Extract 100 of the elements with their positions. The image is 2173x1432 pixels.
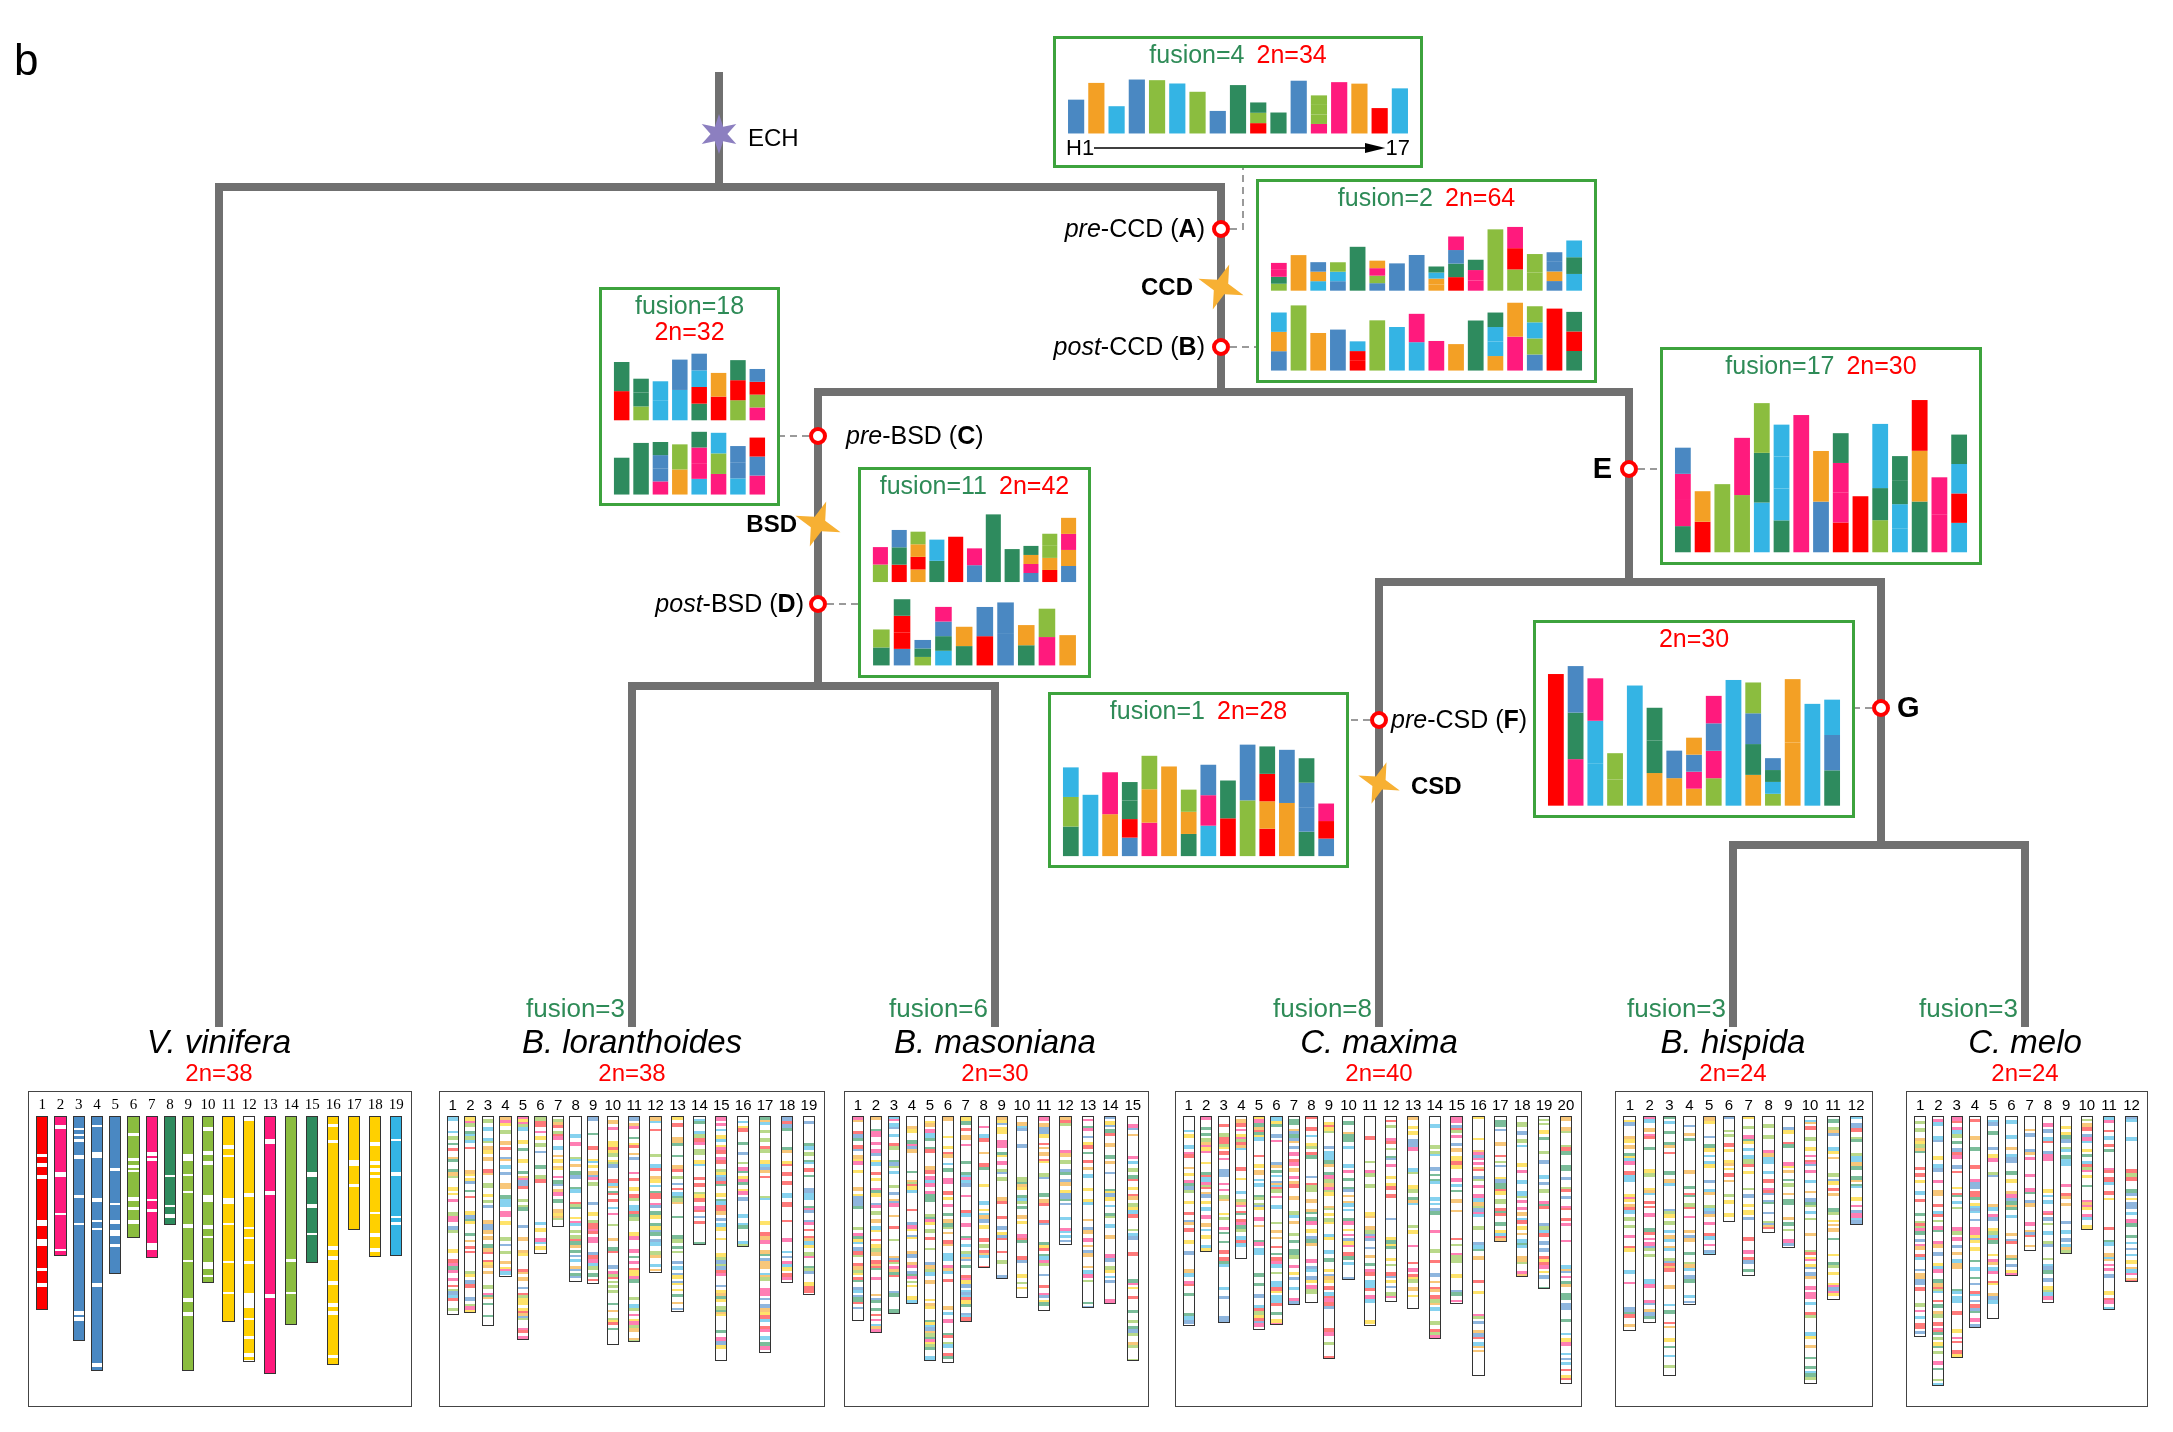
axis-label: H1 (1066, 137, 1095, 159)
marker-label: E (1592, 453, 1612, 483)
box-title: 2n=34 (1256, 41, 1327, 68)
event-label: CCD (1141, 272, 1193, 302)
chromosome-number: 11 (1825, 1096, 1841, 1113)
chromosome-number: 6 (536, 1096, 545, 1113)
chromosome-number: 6 (2007, 1096, 2016, 1113)
chromosome-number: 4 (907, 1096, 917, 1113)
chromosome-number: 9 (1784, 1096, 1793, 1113)
chromosome-number: 16 (1470, 1096, 1487, 1113)
chromosome-number: 5 (1705, 1096, 1714, 1113)
species-name: B. loranthoides (521, 1024, 743, 1060)
chromosome-number: 13 (262, 1096, 278, 1113)
leader-line (1229, 346, 1257, 348)
box-title: 2n=64 (1445, 184, 1516, 211)
fusion-count: fusion=3 (1626, 994, 1726, 1022)
chromosome-number: 14 (283, 1096, 299, 1113)
chromosome-number: 3 (1665, 1096, 1674, 1113)
chromosome-number: 18 (1513, 1096, 1531, 1113)
chromosome-count: 2n=38 (185, 1060, 253, 1086)
chromosome-number: 19 (1535, 1096, 1553, 1113)
marker-circle (1872, 699, 1890, 717)
ancestral-karyotype-box (1660, 347, 1982, 565)
chromosome-number: 3 (1219, 1096, 1228, 1113)
karyotype-panel (844, 1091, 1149, 1407)
chromosome-number: 5 (925, 1096, 934, 1113)
marker-label: post-BSD (D) (655, 588, 804, 618)
marker-circle (809, 427, 827, 445)
chromosome-number: 9 (1324, 1096, 1334, 1113)
species-name: B. hispida (1660, 1024, 1806, 1060)
chromosome-number: 15 (1124, 1096, 1142, 1113)
fusion-count: fusion=8 (1272, 994, 1372, 1022)
chromosome-number: 2 (871, 1096, 881, 1113)
ancestral-karyotype-box (1053, 36, 1423, 168)
chromosome-number: 10 (1340, 1096, 1357, 1113)
chromosome-number: 8 (1307, 1096, 1316, 1113)
marker-circle (1620, 460, 1638, 478)
chromosome-number: 4 (1685, 1096, 1694, 1113)
chromosome-number: 11 (626, 1096, 642, 1113)
chromosome-number: 9 (588, 1096, 598, 1113)
chromosome-number: 7 (147, 1096, 156, 1113)
chromosome-number: 5 (1989, 1096, 1998, 1113)
box-title: 2n=42 (999, 472, 1070, 499)
box-title: fusion=18 (634, 292, 745, 319)
marker-label: pre-CSD (F) (1391, 704, 1528, 734)
chromosome-count: 2n=40 (1345, 1060, 1413, 1086)
chromosome-number: 12 (1057, 1096, 1074, 1113)
chromosome-number: 20 (1557, 1096, 1575, 1113)
chromosome-number: 19 (800, 1096, 818, 1113)
chromosome-number: 5 (518, 1096, 528, 1113)
chromosome-count: 2n=24 (1991, 1060, 2059, 1086)
chromosome-number: 1 (1625, 1096, 1635, 1113)
box-title: 2n=30 (1658, 625, 1730, 652)
box-title: fusion=1 (1109, 697, 1205, 724)
panel-letter: b (14, 44, 39, 76)
leader-line (1229, 167, 1244, 230)
chromosome-number: 2 (56, 1096, 65, 1113)
chromosome-number: 8 (2043, 1096, 2053, 1113)
karyotype-panel (1615, 1091, 1873, 1407)
leader-line (1348, 719, 1371, 721)
chromosome-number: 2 (466, 1096, 475, 1113)
chromosome-number: 12 (2123, 1096, 2140, 1113)
chromosome-number: 6 (943, 1096, 952, 1113)
chromosome-number: 6 (1272, 1096, 1281, 1113)
chromosome-number: 13 (1079, 1096, 1097, 1113)
chromosome-number: 2 (1202, 1096, 1211, 1113)
ancestral-karyotype-box (1533, 620, 1855, 818)
karyotype-panel (28, 1091, 412, 1407)
marker-label: pre-BSD (C) (846, 420, 984, 450)
marker-label: pre-CCD (A) (1064, 213, 1205, 243)
chromosome-number: 11 (221, 1096, 236, 1113)
chromosome-number: 13 (669, 1096, 686, 1113)
chromosome-number: 12 (241, 1096, 257, 1113)
species-name: C. melo (1968, 1024, 2082, 1060)
box-title: 2n=32 (654, 318, 725, 345)
species-name: C. maxima (1300, 1024, 1458, 1060)
chromosome-number: 15 (712, 1096, 730, 1113)
chromosome-number: 17 (346, 1096, 362, 1113)
event-label: CSD (1411, 771, 1462, 801)
chromosome-number: 12 (1382, 1096, 1400, 1113)
fusion-count: fusion=6 (888, 994, 988, 1022)
marker-label: post-CCD (B) (1053, 331, 1205, 361)
chromosome-number: 11 (1035, 1096, 1052, 1113)
chromosome-number: 7 (553, 1096, 563, 1113)
chromosome-number: 8 (571, 1096, 580, 1113)
box-title: fusion=4 (1149, 41, 1245, 68)
chromosome-number: 5 (1254, 1096, 1263, 1113)
chromosome-number: 18 (367, 1096, 383, 1113)
chromosome-number: 9 (997, 1096, 1006, 1113)
chromosome-number: 2 (1934, 1096, 1943, 1113)
chromosome-number: 9 (2062, 1096, 2071, 1113)
chromosome-number: 16 (325, 1096, 341, 1113)
chromosome-number: 16 (734, 1096, 752, 1113)
chromosome-number: 10 (1801, 1096, 1819, 1113)
chromosome-number: 19 (388, 1096, 404, 1113)
species-name: B. masoniana (894, 1024, 1096, 1060)
chromosome-number: 1 (448, 1096, 457, 1113)
chromosome-number: 14 (1102, 1096, 1119, 1113)
chromosome-number: 1 (1915, 1096, 1925, 1113)
chromosome-number: 4 (501, 1096, 510, 1113)
